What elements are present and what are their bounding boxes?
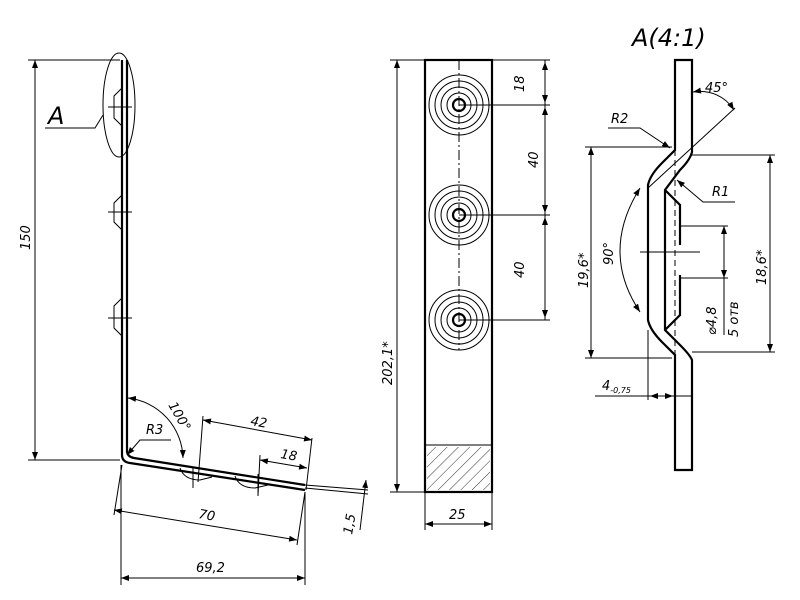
front-view: 18 40 40 202,1* 25 xyxy=(381,58,550,530)
dim-width-25: 25 xyxy=(449,508,466,523)
dim-height-150: 150 xyxy=(19,225,34,250)
dim-thickness-1-5: 1,5 xyxy=(341,513,359,536)
dim-hole-diameter: ⌀4,8 xyxy=(705,306,720,335)
side-view: A 150 100° R3 42 18 70 1,5 69,2 xyxy=(19,52,369,585)
dim-angle-90: 90° xyxy=(602,242,617,265)
dim-r1: R1 xyxy=(712,185,729,200)
dim-42: 42 xyxy=(249,414,268,432)
bracket-profile-inner xyxy=(125,60,306,487)
detail-marker-label: A xyxy=(46,102,64,130)
bracket-profile-outer xyxy=(120,60,306,492)
dim-69-2: 69,2 xyxy=(196,561,225,576)
dim-radius-r3: R3 xyxy=(146,423,163,438)
dim-18-6: 18,6* xyxy=(755,249,770,285)
detail-leader xyxy=(45,114,104,129)
embossed-holes-side xyxy=(108,87,269,496)
dim-r2: R2 xyxy=(611,112,628,127)
dim-19-6: 19,6* xyxy=(577,252,592,288)
detail-title: A(4:1) xyxy=(630,24,706,52)
dim-angle-100: 100° xyxy=(165,400,194,435)
dim-depth-4: 4-0,75 xyxy=(602,379,631,395)
dim-18-front: 18 xyxy=(513,75,528,92)
dim-40-first: 40 xyxy=(527,151,542,168)
detail-section xyxy=(646,58,694,472)
detail-view: A(4:1) 45° R2 R1 19,6* 90° 18,6* ⌀4,8 xyxy=(577,24,775,472)
dim-202-1: 202,1* xyxy=(381,341,396,385)
dim-40-second: 40 xyxy=(513,261,528,278)
dim-angle-45: 45° xyxy=(705,81,728,96)
dim-hole-count: 5 отв xyxy=(727,301,742,337)
dim-18-side: 18 xyxy=(279,447,298,465)
detail-callout-ellipse xyxy=(102,52,136,158)
dim-70: 70 xyxy=(197,507,216,525)
